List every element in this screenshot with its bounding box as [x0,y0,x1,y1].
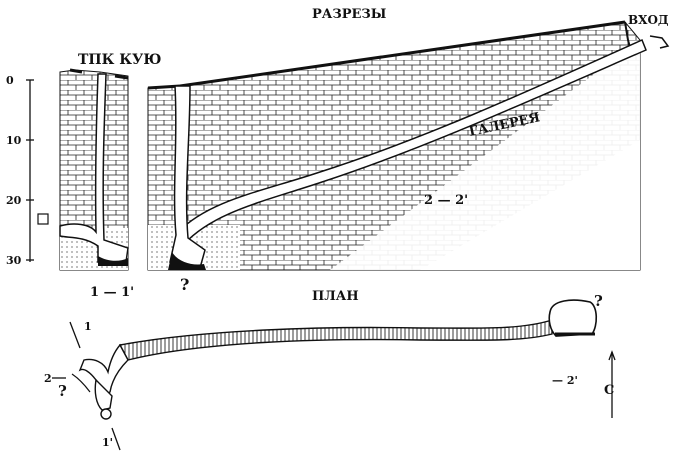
shaft-label: ТПК КУЮ [78,52,161,68]
unknown-mark-plan-left: ? [58,382,67,400]
gallery-passage [177,38,647,246]
entrance-label: ВХОД [628,13,669,27]
sections-title: РАЗРЕЗЫ [312,7,387,22]
plan-cut-1-prime: 1' [102,436,113,449]
depth-tick-0: 0 [6,74,14,87]
section-2-2-label: 2 — 2' [424,193,468,208]
plan-cut-2: 2 [44,372,52,385]
cut-line-1-prime [111,427,121,451]
unknown-mark-plan-end: ? [594,292,603,310]
shaft-2-2 [168,85,206,270]
side-chamber-marker [37,213,49,225]
unknown-mark-section: ? [180,275,189,294]
north-mark: С [604,383,614,398]
shaft-1-1 [59,73,129,266]
cut-line-1 [69,321,81,349]
surface-line [179,20,626,88]
plan-title: ПЛАН [312,289,359,304]
depth-tick-20: 20 [6,194,22,207]
section-1-1-label: 1 — 1' [90,285,134,300]
depth-tick-10: 10 [6,134,22,147]
plan-gallery [71,299,598,420]
depth-tick-30: 30 [6,254,22,267]
plan-cut-1: 1 [84,320,92,333]
depth-scale: 0 10 20 30 [6,74,34,267]
plan-cut-2-prime: — 2' [552,374,578,387]
north-arrow-icon: С [604,350,616,418]
